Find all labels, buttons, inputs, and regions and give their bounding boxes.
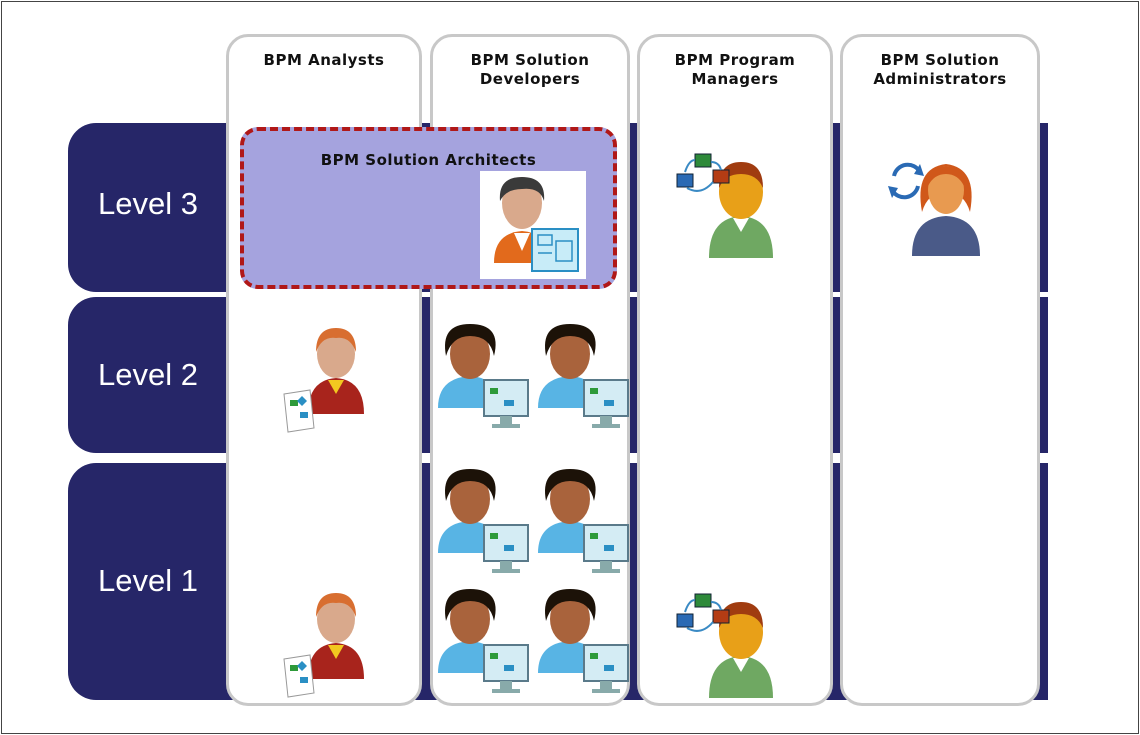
program-manager-person-icon (675, 592, 785, 702)
architect-card (480, 171, 586, 279)
analyst-person-icon (280, 589, 370, 699)
developer-person-icon (434, 322, 534, 434)
developer-person-icon (534, 322, 634, 434)
analyst-person-icon (280, 324, 370, 434)
architects-title: BPM Solution Architects (320, 151, 537, 169)
developer-person-icon (434, 467, 534, 579)
column-bpm-solution-administrators: BPM Solution Administrators (840, 34, 1040, 706)
column-title-analysts: BPM Analysts (263, 51, 385, 69)
developer-person-icon (534, 587, 634, 699)
developer-person-icon (434, 587, 534, 699)
column-title-administrators: BPM Solution Administrators (873, 51, 1007, 88)
architect-person-icon (494, 177, 579, 272)
level-label-3: Level 3 (98, 186, 198, 221)
program-manager-person-icon (675, 152, 785, 262)
administrator-person-icon (886, 152, 996, 262)
architects-group: BPM Solution Architects (240, 127, 617, 289)
level-label-1: Level 1 (98, 563, 198, 598)
column-title-program-managers: BPM Program Managers (674, 51, 796, 88)
developer-person-icon (534, 467, 634, 579)
column-title-developers: BPM Solution Developers (470, 51, 590, 88)
column-bpm-program-managers: BPM Program Managers (637, 34, 833, 706)
level-label-2: Level 2 (98, 357, 198, 392)
